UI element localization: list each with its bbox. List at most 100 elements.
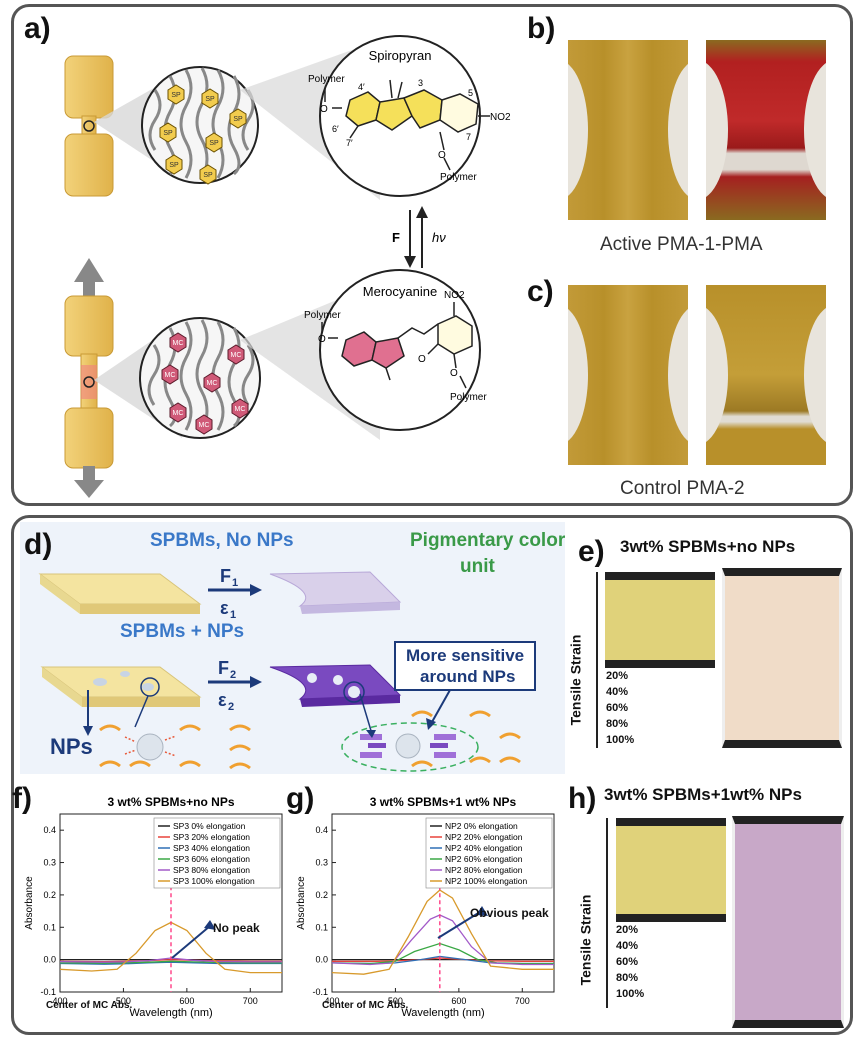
svg-text:MC: MC (231, 352, 242, 359)
svg-text:MC: MC (199, 422, 210, 429)
svg-text:MC: MC (235, 406, 246, 413)
photo-c-left (568, 285, 688, 465)
svg-text:O: O (318, 334, 326, 345)
h-tick-80: 80% (616, 972, 639, 984)
g-legend-label-4: NP2 80% elongation (445, 865, 523, 875)
photo-c-right (706, 285, 826, 465)
svg-text:NO2: NO2 (490, 112, 511, 123)
svg-text:hν: hν (432, 230, 446, 245)
f-annotation-arrowhead (204, 920, 216, 930)
g-legend-label-3: NP2 60% elongation (445, 854, 523, 864)
g-plot-frame (331, 813, 555, 993)
g-annotation-arrow (437, 911, 481, 939)
e-title: 3wt% SPBMs+no NPs (620, 537, 796, 556)
e-tick-60: 60% (606, 702, 629, 714)
force-light-arrows: F hν (392, 206, 446, 268)
svg-text:ε: ε (220, 598, 229, 618)
panel-label-g: g) (286, 782, 315, 815)
g-ytick-label: -0.1 (312, 987, 328, 997)
svg-text:6′: 6′ (332, 124, 339, 134)
svg-text:1: 1 (232, 577, 238, 589)
g-ytick-label: 0.0 (315, 955, 328, 965)
panel-label-d: d) (24, 528, 53, 561)
d-label-nps: NPs (50, 734, 93, 759)
d-label-unit: unit (460, 556, 495, 577)
h-tick-60: 60% (616, 956, 639, 968)
svg-text:2: 2 (228, 701, 234, 713)
f-legend-box (153, 817, 281, 889)
g-ytick-label: 0.4 (315, 825, 328, 835)
panel-label-c: c) (527, 275, 554, 308)
f-center-label: Center of MC Abs. (46, 1000, 133, 1011)
d-label-sensitive-1: More sensitive (406, 646, 525, 665)
svg-text:2: 2 (230, 669, 236, 681)
photo-b-right (706, 40, 826, 220)
f-ytick-label: 0.3 (43, 858, 56, 868)
g-ytick-label: 0.2 (315, 890, 328, 900)
f-ylabel: Absorbance (24, 876, 35, 930)
svg-text:SP: SP (203, 172, 213, 179)
h-tick-40: 40% (616, 940, 639, 952)
f-xtick-label: 600 (179, 996, 194, 1006)
g-legend-label-2: NP2 40% elongation (445, 843, 523, 853)
e-tick-40: 40% (606, 686, 629, 698)
f-series-line-3 (59, 960, 282, 964)
f-legend-label-5: SP3 100% elongation (173, 876, 255, 886)
svg-text:5: 5 (468, 88, 473, 98)
f-legend-label-4: SP3 80% elongation (173, 865, 250, 875)
svg-text:Polymer: Polymer (308, 74, 345, 85)
svg-text:Merocyanine: Merocyanine (363, 284, 437, 299)
g-center-label: Center of MC Abs. (322, 1000, 409, 1011)
f-series-line-2 (59, 961, 282, 965)
e-tick-80: 80% (606, 718, 629, 730)
h-tick-100: 100% (616, 988, 645, 1000)
svg-text:F: F (218, 658, 229, 678)
g-xtick-label: 500 (388, 996, 403, 1006)
g-xtick-label: 400 (324, 996, 339, 1006)
svg-text:Polymer: Polymer (440, 172, 477, 183)
h-tick-20: 20% (616, 924, 639, 936)
e-sample-stretched (722, 568, 842, 748)
svg-text:SP: SP (169, 162, 179, 169)
f-ytick-label: 0.2 (43, 890, 56, 900)
d-label-sensitive-2: around NPs (420, 667, 516, 686)
svg-text:7′: 7′ (346, 138, 353, 148)
spiropyran-structure: Spiropyran Polymer O O Polymer NO2 4′ 3 … (308, 35, 511, 197)
svg-text:O: O (418, 354, 426, 365)
svg-text:SP: SP (233, 116, 243, 123)
svg-text:F: F (392, 230, 400, 245)
f-annotation-arrow (171, 925, 211, 959)
f-title: 3 wt% SPBMs+no NPs (107, 795, 234, 809)
svg-text:1: 1 (230, 609, 236, 621)
f-legend-label-1: SP3 20% elongation (173, 832, 250, 842)
f-xtick-label: 400 (52, 996, 67, 1006)
svg-text:SP: SP (171, 92, 181, 99)
panel-label-e: e) (578, 535, 605, 568)
panel-label-f: f) (12, 782, 32, 815)
g-series-line-3 (331, 942, 554, 965)
e-strain-axis (596, 572, 598, 748)
panel-label-h: h) (568, 782, 597, 815)
f-ytick-label: 0.1 (43, 922, 56, 932)
g-legend-label-0: NP2 0% elongation (445, 821, 518, 831)
d-label-with-nps: SPBMs + NPs (120, 621, 245, 642)
f-xtick-label: 700 (243, 996, 258, 1006)
g-title: 3 wt% SPBMs+1 wt% NPs (370, 795, 517, 809)
chart-g: 3 wt% SPBMs+1 wt% NPs 400 500 600 700 -0.1 0.0… (296, 795, 555, 1019)
svg-text:O: O (438, 150, 446, 161)
svg-text:SP: SP (163, 130, 173, 137)
g-annotation: Obvious peak (470, 906, 549, 920)
top-figure-frame (11, 4, 853, 506)
g-xtick-label: 600 (451, 996, 466, 1006)
h-sample-stretched (732, 816, 844, 1028)
svg-text:O: O (320, 104, 328, 115)
g-xtick-label: 700 (515, 996, 530, 1006)
svg-text:4′: 4′ (358, 82, 365, 92)
svg-text:O: O (450, 368, 458, 379)
svg-text:MC: MC (173, 410, 184, 417)
svg-text:Polymer: Polymer (450, 392, 487, 403)
